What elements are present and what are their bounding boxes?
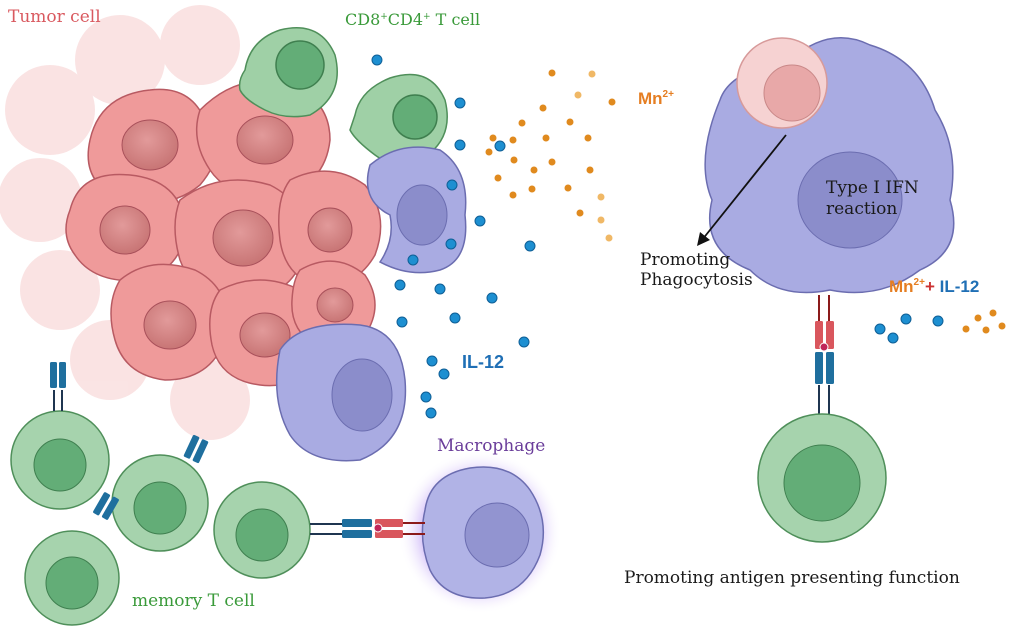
label-mn-il12-combo: Mn2++ IL-12 <box>889 277 979 296</box>
macrophage-glowing <box>398 450 562 614</box>
tcr-mhc-complex-vertical <box>815 295 834 418</box>
memory-t-cell-3 <box>24 492 120 626</box>
tumor-nuclei <box>99 115 354 358</box>
label-macrophage: Macrophage <box>437 436 545 456</box>
phagocytosis-arrow <box>697 134 787 246</box>
il12-particles <box>371 54 944 419</box>
label-type1-ifn: Type I IFN reaction <box>826 178 924 219</box>
memory-t-cells <box>10 362 311 626</box>
label-phagocytosis: Promoting Phagocytosis <box>640 250 753 290</box>
label-memory-t-cell: memory T cell <box>132 591 255 611</box>
cd8-cd4-t-cell-2 <box>349 73 448 165</box>
label-mn: Mn2+ <box>638 89 674 108</box>
label-antigen-presenting: Promoting antigen presenting function <box>624 568 960 588</box>
label-tumor-cell: Tumor cell <box>8 7 101 27</box>
memory-t-cell-1 <box>10 362 110 510</box>
macrophage-mid <box>366 146 467 274</box>
engulfed-tumor-cell <box>736 37 828 129</box>
memory-t-cell-4 <box>213 481 311 579</box>
label-t-cell: CD8+CD4+ T cell <box>345 10 480 29</box>
mn-particles <box>485 69 1006 334</box>
tcr-mhc-complex-horizontal <box>310 519 425 538</box>
cd8-cd4-t-cell-1 <box>238 27 338 118</box>
label-il12: IL-12 <box>462 352 504 372</box>
tumor-cells-faded <box>0 5 250 440</box>
t-cell-large <box>757 413 887 543</box>
tumor-mass <box>0 5 382 440</box>
macrophage-lower <box>275 323 407 462</box>
memory-t-cell-2 <box>111 434 209 552</box>
